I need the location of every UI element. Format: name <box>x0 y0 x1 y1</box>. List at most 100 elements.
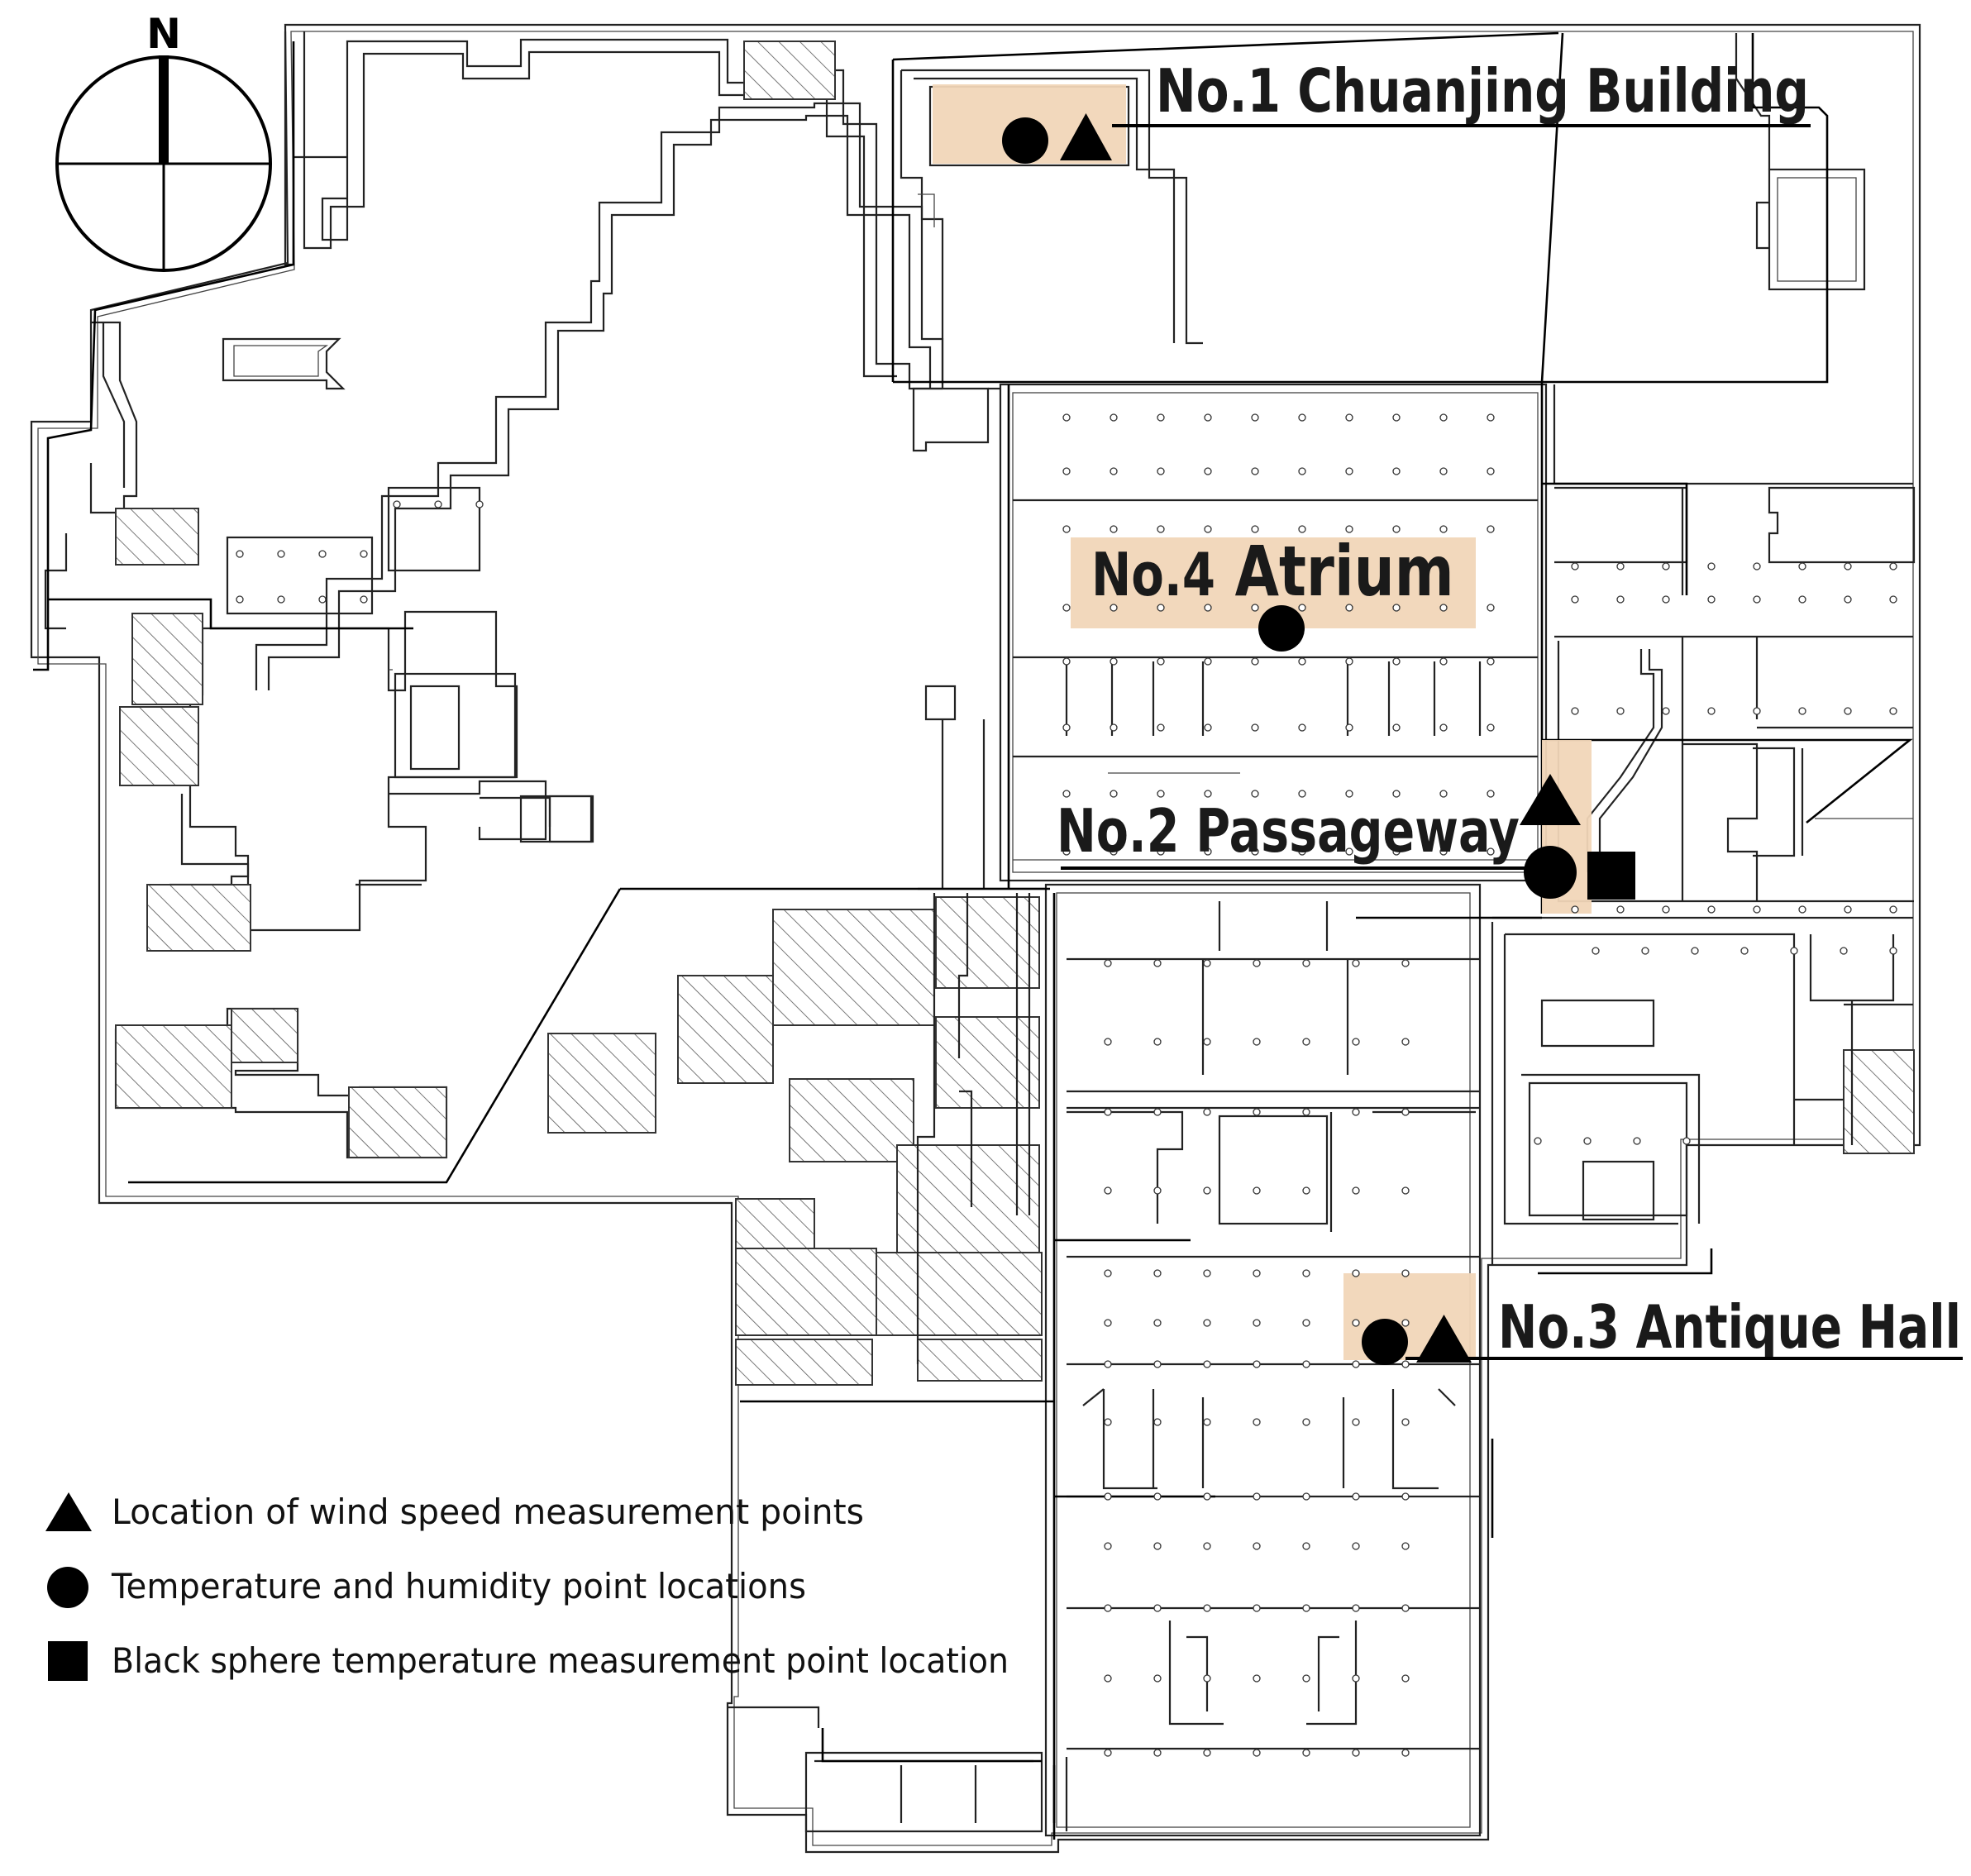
column-dot <box>1157 790 1165 798</box>
column-dot <box>1889 562 1897 570</box>
column-dot <box>1352 1749 1360 1757</box>
column-dot <box>1302 1542 1310 1550</box>
column-dot <box>1153 1038 1162 1046</box>
column-dot <box>1798 905 1806 914</box>
label-atrium-name: Atrium <box>1235 531 1454 612</box>
column-dot <box>1203 1269 1211 1277</box>
column-dot <box>1062 525 1071 533</box>
column-dot <box>1707 595 1716 604</box>
column-dot <box>1401 1360 1410 1368</box>
column-dot <box>1302 1674 1310 1683</box>
column-dot <box>1253 1269 1261 1277</box>
column-dot <box>1345 604 1353 612</box>
column-dot <box>1844 707 1852 715</box>
column-dot <box>1592 947 1600 955</box>
column-dot <box>1253 1108 1261 1116</box>
column-dot <box>1110 847 1118 856</box>
column-dot <box>1251 467 1259 475</box>
column-dot <box>1439 790 1448 798</box>
column-dot <box>1253 1360 1261 1368</box>
column-dot <box>318 595 327 604</box>
column-dot <box>1571 562 1579 570</box>
label-chuanjing-building: No.1 Chuanjing Building <box>1156 56 1809 126</box>
column-dot <box>1298 657 1306 666</box>
column-dot <box>1253 1038 1261 1046</box>
column-dot <box>1302 1186 1310 1195</box>
column-dot <box>1439 723 1448 732</box>
column-dot <box>1662 707 1670 715</box>
column-dot <box>1203 1418 1211 1426</box>
column-dot <box>1203 959 1211 967</box>
wind-speed-marker-chuanjing <box>1060 113 1112 160</box>
column-dot <box>277 550 285 558</box>
column-dot <box>1253 1186 1261 1195</box>
column-dot <box>1691 947 1699 955</box>
column-dot <box>1352 1542 1360 1550</box>
temp-humidity-marker-chuanjing <box>1002 117 1048 164</box>
temp-humidity-marker-antique <box>1362 1319 1408 1365</box>
column-dot <box>1253 1542 1261 1550</box>
column-dot <box>1204 847 1212 856</box>
column-dot <box>1571 595 1579 604</box>
column-dot <box>1251 525 1259 533</box>
column-dot <box>1352 1492 1360 1501</box>
temp-humidity-marker-atrium <box>1258 605 1305 652</box>
column-dot <box>1157 604 1165 612</box>
column-dot <box>360 595 368 604</box>
column-dot <box>1153 1108 1162 1116</box>
column-dot <box>1153 1749 1162 1757</box>
column-dot <box>1203 1674 1211 1683</box>
column-dot <box>1104 1360 1112 1368</box>
column-dot <box>1204 525 1212 533</box>
column-dot <box>1110 790 1118 798</box>
column-dot <box>1401 1418 1410 1426</box>
column-dot <box>1889 905 1897 914</box>
column-dot <box>1157 467 1165 475</box>
column-dot <box>1753 905 1761 914</box>
column-dot <box>1298 525 1306 533</box>
column-dot <box>1153 1418 1162 1426</box>
column-dot <box>1439 657 1448 666</box>
column-dot <box>1204 723 1212 732</box>
column-dot <box>1253 1319 1261 1327</box>
column-dot <box>1401 959 1410 967</box>
label-atrium: No.4 Atrium <box>1091 531 1454 612</box>
column-dot <box>1203 1186 1211 1195</box>
column-dot <box>1753 707 1761 715</box>
column-dot <box>1153 1186 1162 1195</box>
column-dot <box>1392 413 1401 422</box>
column-dot <box>1345 413 1353 422</box>
column-dot <box>1253 1492 1261 1501</box>
column-dot <box>1352 1108 1360 1116</box>
column-dot <box>1662 595 1670 604</box>
column-dot <box>1401 1319 1410 1327</box>
column-dot <box>1251 657 1259 666</box>
column-dot <box>1153 1604 1162 1612</box>
column-dot <box>360 550 368 558</box>
column-dot <box>1298 847 1306 856</box>
column-dot <box>1298 790 1306 798</box>
measurement-markers <box>1002 113 1635 1365</box>
column-dot <box>1104 1749 1112 1757</box>
column-dot <box>475 500 484 508</box>
column-dot <box>1571 707 1579 715</box>
column-dot <box>1104 1186 1112 1195</box>
triangle-icon <box>45 1492 92 1531</box>
column-dot <box>1352 1269 1360 1277</box>
column-dot <box>1110 604 1118 612</box>
column-dot <box>1889 947 1897 955</box>
column-dot <box>1798 707 1806 715</box>
column-dot <box>1110 413 1118 422</box>
column-dot <box>318 550 327 558</box>
east-wing <box>1491 384 1916 1265</box>
column-dot <box>1302 1038 1310 1046</box>
column-dot <box>236 550 244 558</box>
column-dot <box>1104 1269 1112 1277</box>
legend-item: Location of wind speed measurement point… <box>45 1492 864 1532</box>
column-dot <box>1062 723 1071 732</box>
column-dot <box>1251 723 1259 732</box>
column-dot <box>1401 1674 1410 1683</box>
column-dot <box>1302 1492 1310 1501</box>
column-dot <box>1345 657 1353 666</box>
